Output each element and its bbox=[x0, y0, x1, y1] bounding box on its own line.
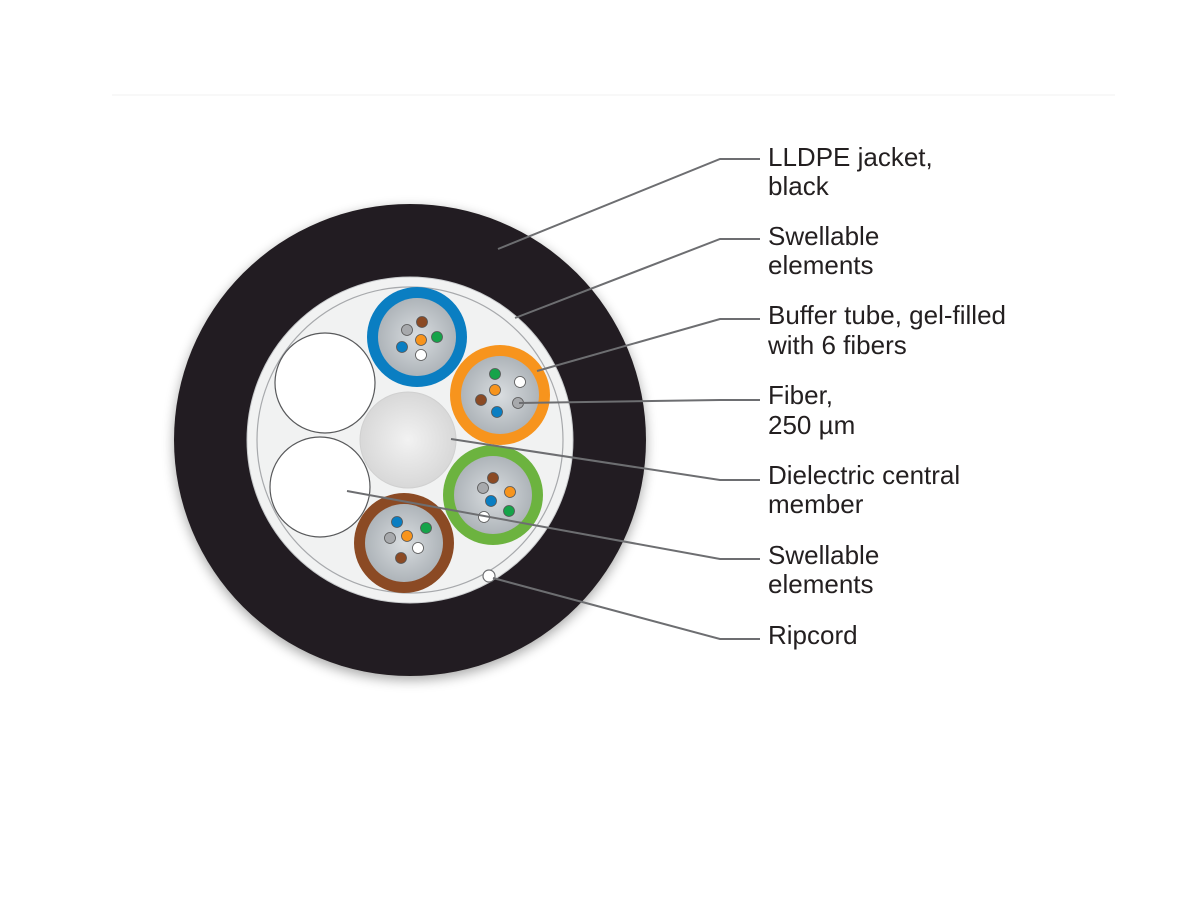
fiber bbox=[391, 516, 403, 528]
fiber bbox=[416, 316, 428, 328]
buffer-tube-brown bbox=[354, 493, 454, 593]
fiber bbox=[395, 552, 407, 564]
fiber bbox=[477, 482, 489, 494]
central-member bbox=[359, 391, 457, 489]
leader-ripcord bbox=[492, 577, 760, 640]
leader-swellable-bottom bbox=[346, 490, 760, 560]
label-fiber: Fiber, 250 µm bbox=[768, 380, 855, 440]
label-swellable-bottom: Swellable elements bbox=[768, 540, 887, 599]
fiber bbox=[489, 384, 501, 396]
label-buffer-tube: Buffer tube, gel-filled with 6 fibers bbox=[767, 300, 1013, 360]
fiber bbox=[491, 406, 503, 418]
buffer-tube-orange bbox=[450, 345, 550, 445]
fiber bbox=[415, 349, 427, 361]
buffer-tube-green bbox=[443, 445, 543, 545]
fiber bbox=[487, 472, 499, 484]
fiber bbox=[485, 495, 497, 507]
fiber bbox=[415, 334, 427, 346]
leader-buffer-tube bbox=[536, 318, 760, 372]
buffer-tube-blue bbox=[367, 287, 467, 387]
leader-swellable-top bbox=[514, 238, 760, 319]
swellable-wrap-ring bbox=[256, 286, 564, 594]
leader-jacket bbox=[497, 158, 760, 250]
fiber bbox=[475, 394, 487, 406]
swellable-filler-bottom bbox=[269, 436, 371, 538]
label-swellable-top: Swellable elements bbox=[768, 221, 887, 280]
label-central-member: Dielectric central member bbox=[768, 460, 967, 519]
fiber bbox=[504, 486, 516, 498]
fiber bbox=[420, 522, 432, 534]
fiber bbox=[412, 542, 424, 554]
label-jacket: LLDPE jacket, black bbox=[768, 142, 940, 201]
fiber bbox=[401, 324, 413, 336]
fiber bbox=[489, 368, 501, 380]
fiber bbox=[401, 530, 413, 542]
fiber bbox=[431, 331, 443, 343]
label-ripcord: Ripcord bbox=[768, 620, 858, 650]
swellable-filler-top bbox=[274, 332, 376, 434]
fiber bbox=[396, 341, 408, 353]
leader-fiber bbox=[518, 399, 760, 404]
fiber bbox=[384, 532, 396, 544]
fiber bbox=[514, 376, 526, 388]
leader-central-member bbox=[450, 438, 760, 481]
ripcord bbox=[482, 569, 496, 583]
fiber bbox=[503, 505, 515, 517]
